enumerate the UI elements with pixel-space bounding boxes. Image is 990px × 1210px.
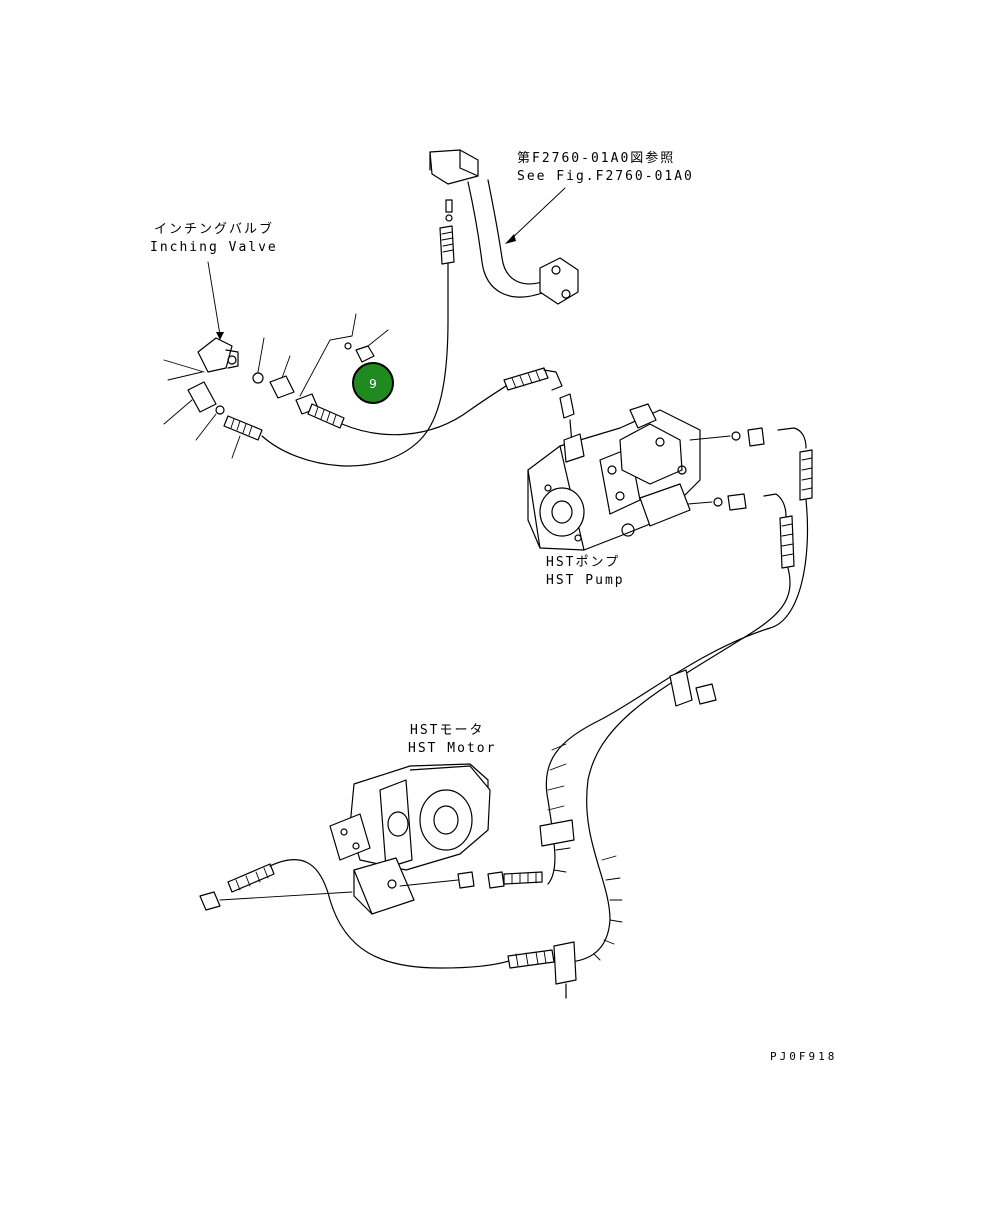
hst-motor-body [329,763,491,915]
hst-motor-label-en: HST Motor [408,741,496,756]
hst-pump-label-en: HST Pump [546,573,625,588]
inching-valve-label-en: Inching Valve [150,240,278,255]
pump-right-fittings [687,427,813,569]
motor-fittings [199,859,555,969]
inching-valve-assembly [163,261,575,467]
see-fig-leader [509,187,566,241]
callout-number[interactable]: 9 [369,377,377,391]
see-fig-label-en: See Fig.F2760-01A0 [517,169,694,184]
inching-valve-label-jp: インチングバルブ [154,221,274,237]
hst-motor-label-jp: HSTモータ [410,723,484,738]
callout-9[interactable]: 9 [352,362,394,404]
callout-circle[interactable] [352,362,394,404]
hst-pump-label-jp: HSTポンプ [546,555,620,570]
drawing-code: PJ0F918 [770,1050,837,1063]
main-hoses [539,499,809,999]
see-fig-label-jp: 第F2760-01A0図参照 [517,150,675,166]
see-fig-arrowhead [505,234,516,244]
upper-pipe-assembly [429,149,579,305]
hst-pump-body [527,403,701,551]
